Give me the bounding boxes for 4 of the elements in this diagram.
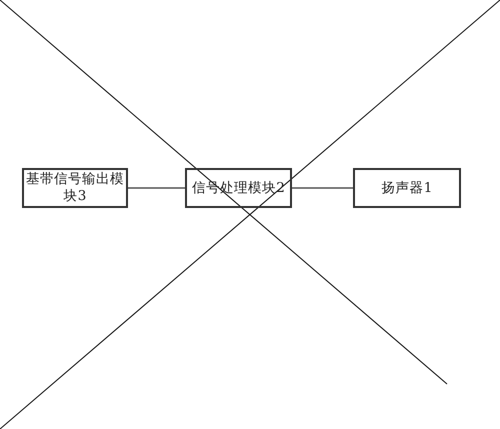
- process-box: 基带信号输出模块3: [22, 168, 128, 208]
- connector-line: [292, 187, 353, 189]
- connector-line: [128, 187, 185, 189]
- process-box: 扬声器1: [353, 168, 461, 208]
